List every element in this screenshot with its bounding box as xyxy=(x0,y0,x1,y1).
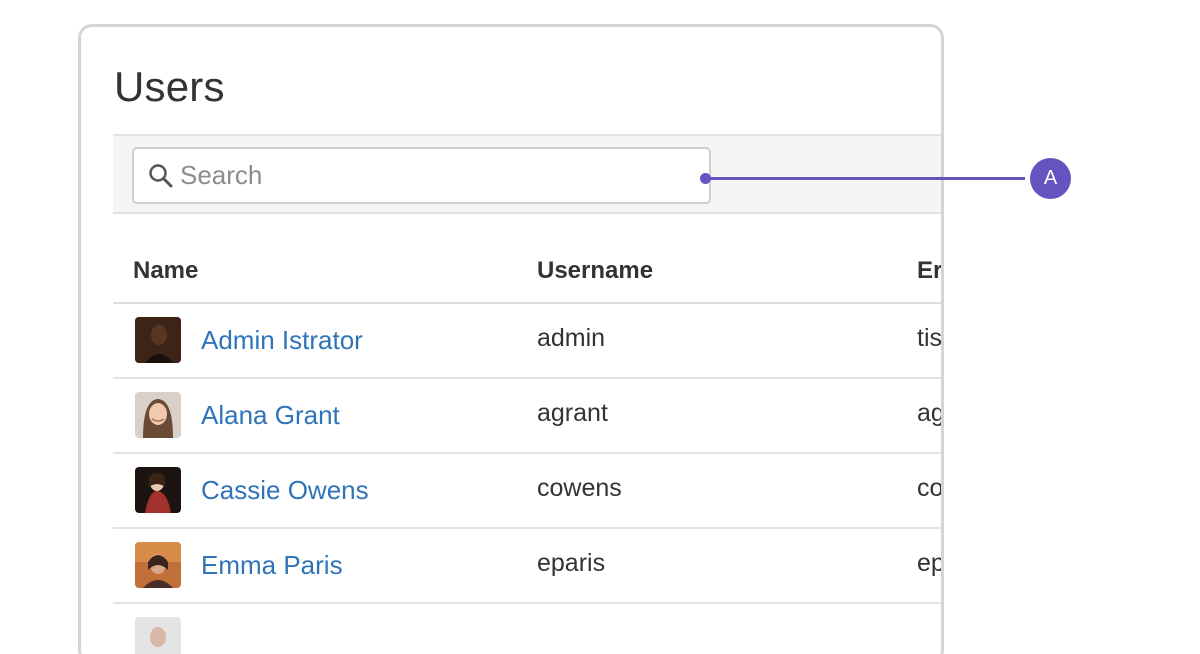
search-icon xyxy=(149,164,173,188)
user-link-agrant[interactable]: Alana Grant xyxy=(201,400,340,430)
avatar[interactable] xyxy=(135,542,181,588)
username-cell: cowens xyxy=(537,474,622,502)
email-cell: ag xyxy=(917,399,944,427)
users-panel: Users Name Username Er xyxy=(78,24,944,654)
column-header-name[interactable]: Name xyxy=(133,257,199,284)
email-cell: ep xyxy=(917,549,944,577)
page-title: Users xyxy=(114,63,225,110)
callout-leader-line xyxy=(705,177,1025,180)
avatar[interactable] xyxy=(135,317,181,363)
search-box[interactable] xyxy=(132,147,711,204)
avatar-red-sweater-icon xyxy=(135,467,181,513)
callout-badge: A xyxy=(1030,158,1071,199)
avatar-dark-portrait-icon xyxy=(135,317,181,363)
email-cell: co xyxy=(917,474,944,502)
user-link-cowens[interactable]: Cassie Owens xyxy=(201,475,369,505)
table-row: Alana Grant agrant ag xyxy=(113,379,944,454)
avatar-partial-icon xyxy=(135,617,181,654)
column-header-email[interactable]: Er xyxy=(917,257,943,284)
avatar-warm-tone-icon xyxy=(135,542,181,588)
table-row: Admin Istrator admin tis xyxy=(113,304,942,379)
avatar-smiling-woman-icon xyxy=(135,392,181,438)
avatar[interactable] xyxy=(135,467,181,513)
user-link-admin[interactable]: Admin Istrator xyxy=(201,325,363,355)
avatar[interactable] xyxy=(135,392,181,438)
table-row-partial xyxy=(113,604,941,654)
username-cell: agrant xyxy=(537,399,608,427)
username-cell: admin xyxy=(537,324,606,352)
user-link-eparis[interactable]: Emma Paris xyxy=(201,550,343,580)
table-row: Cassie Owens cowens co xyxy=(113,454,944,529)
table-row: Emma Paris eparis ep xyxy=(113,529,944,604)
email-cell: tis xyxy=(917,324,942,352)
table-header: Name Username Er xyxy=(113,249,943,304)
avatar[interactable] xyxy=(135,617,181,654)
username-cell: eparis xyxy=(537,549,606,577)
search-input[interactable] xyxy=(180,157,680,193)
column-header-username[interactable]: Username xyxy=(537,257,654,284)
users-table: Name Username Er Admin Istrator admin ti… xyxy=(113,249,944,654)
search-toolbar xyxy=(113,134,941,214)
